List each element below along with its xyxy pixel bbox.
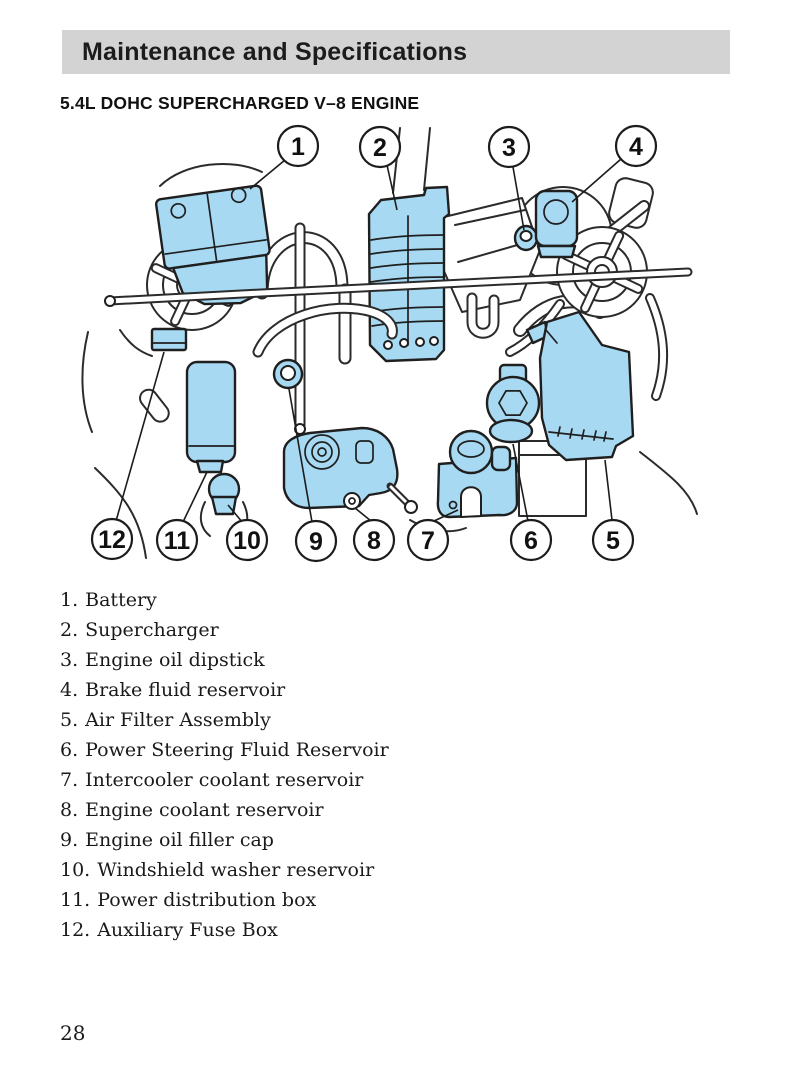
part-number: 6. [60,739,79,761]
callout-number-10: 10 [233,527,261,555]
page-number: 28 [60,1021,86,1045]
parts-list-item: 1. Battery [60,585,389,615]
callout-8: 8 [352,518,396,562]
part-number: 2. [60,619,79,641]
callout-5: 5 [591,518,635,562]
power-steering-reservoir-highlight [485,363,541,444]
part-label: Windshield washer reservoir [97,859,375,881]
part-number: 5. [60,709,79,731]
parts-list-item: 12. Auxiliary Fuse Box [60,915,389,945]
callout-10: 10 [225,518,269,562]
callout-number-12: 12 [98,526,126,554]
part-number: 1. [60,589,79,611]
parts-list-item: 10. Windshield washer reservoir [60,855,389,885]
intercooler-coolant-reservoir-highlight [436,429,519,519]
parts-list-item: 3. Engine oil dipstick [60,645,389,675]
callout-number-8: 8 [367,527,381,555]
part-label: Power Steering Fluid Reservoir [85,739,389,761]
callout-12: 12 [90,517,134,561]
callout-number-1: 1 [291,133,305,161]
chapter-header-bar: Maintenance and Specifications [62,30,730,74]
part-number: 8. [60,799,79,821]
part-number: 12. [60,919,91,941]
parts-list-item: 9. Engine oil filler cap [60,825,389,855]
chapter-title: Maintenance and Specifications [82,37,468,66]
parts-list-item: 11. Power distribution box [60,885,389,915]
part-label: Auxiliary Fuse Box [97,919,278,941]
part-number: 4. [60,679,79,701]
power-distribution-box-highlight [185,360,237,474]
part-number: 3. [60,649,79,671]
part-number: 11. [60,889,91,911]
part-label: Battery [85,589,157,611]
callout-number-2: 2 [373,134,387,162]
part-label: Supercharger [85,619,219,641]
part-number: 7. [60,769,79,791]
callout-9: 9 [294,519,338,563]
parts-list-item: 7. Intercooler coolant reservoir [60,765,389,795]
callout-11: 11 [155,518,199,562]
part-label: Power distribution box [97,889,317,911]
part-label: Brake fluid reservoir [85,679,286,701]
engine-diagram: 1 2 3 4 5 6 7 8 [81,124,698,563]
callout-6: 6 [509,518,553,562]
auxiliary-fuse-box-highlight [150,327,188,352]
section-title: 5.4L DOHC SUPERCHARGED V–8 ENGINE [60,93,420,113]
supercharger-highlight [367,185,451,363]
callout-3: 3 [487,125,531,169]
heater-hose [252,302,398,358]
windshield-washer-reservoir-highlight [207,472,241,516]
parts-list-item: 6. Power Steering Fluid Reservoir [60,735,389,765]
callout-number-7: 7 [421,527,435,555]
callout-number-4: 4 [629,133,643,161]
callout-number-3: 3 [502,134,516,162]
part-label: Engine coolant reservoir [85,799,324,821]
engine-oil-dipstick-highlight [513,224,539,252]
engine-coolant-reservoir-highlight [282,426,418,514]
part-label: Air Filter Assembly [85,709,271,731]
brake-fluid-reservoir-highlight [534,189,579,259]
callout-4: 4 [614,124,658,168]
parts-list-item: 4. Brake fluid reservoir [60,675,389,705]
callout-number-11: 11 [164,527,191,555]
callout-1: 1 [276,124,320,168]
part-number: 10. [60,859,91,881]
leader-lines [115,158,622,524]
engine-oil-filler-cap-highlight [272,358,304,390]
accessory-crossbar [104,267,693,307]
part-label: Engine oil filler cap [85,829,274,851]
callout-2: 2 [358,125,402,169]
parts-list-item: 8. Engine coolant reservoir [60,795,389,825]
part-label: Engine oil dipstick [85,649,265,671]
parts-list-item: 2. Supercharger [60,615,389,645]
part-label: Intercooler coolant reservoir [85,769,364,791]
air-filter-assembly-highlight [525,310,635,462]
callout-number-9: 9 [309,528,323,556]
callout-number-6: 6 [524,527,538,555]
parts-list: 1. Battery 2. Supercharger 3. Engine oil di… [60,585,389,945]
part-number: 9. [60,829,79,851]
parts-list-item: 5. Air Filter Assembly [60,705,389,735]
callout-7: 7 [406,518,450,562]
callout-number-5: 5 [606,527,620,555]
